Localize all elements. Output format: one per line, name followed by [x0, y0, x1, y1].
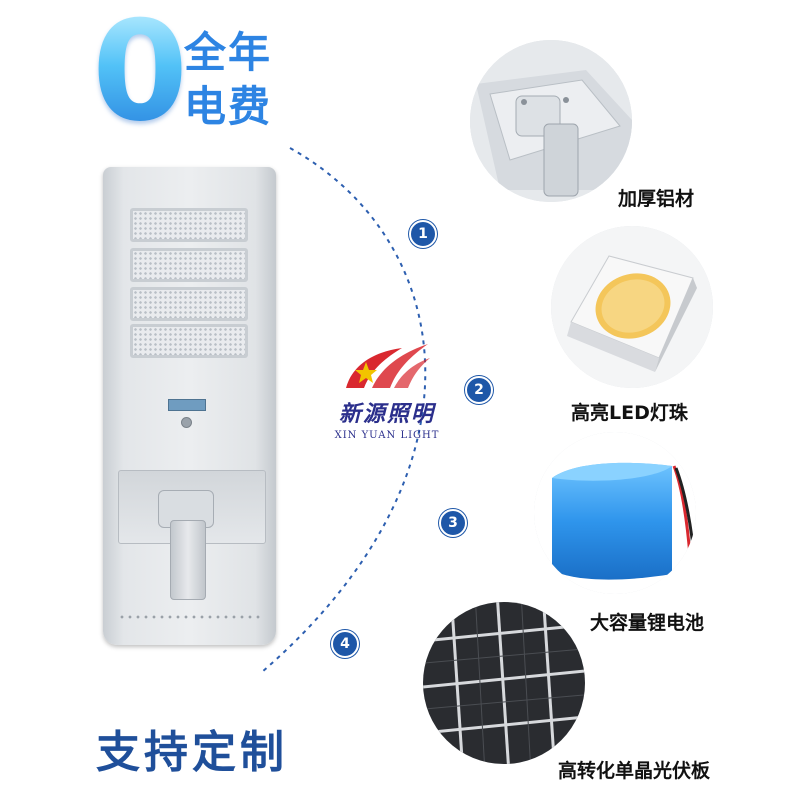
- brand-logo-icon: [346, 344, 430, 388]
- lithium-battery-icon: [534, 432, 696, 594]
- light-sensor: [181, 417, 192, 428]
- brand-subtitle: XIN YUAN LIGHT: [334, 430, 440, 441]
- led-module: [130, 208, 248, 242]
- step-marker-2: 2: [465, 376, 493, 404]
- aluminum-bracket-icon: [470, 40, 632, 202]
- zero-badge-digit: 0: [92, 0, 189, 152]
- led-module: [130, 248, 248, 282]
- led-chip-icon: [551, 226, 713, 388]
- led-module: [130, 324, 248, 358]
- solar-panel-icon: [423, 602, 585, 764]
- step-marker-1: 1: [409, 220, 437, 248]
- led-module: [130, 287, 248, 321]
- brand-name: 新源照明: [338, 401, 435, 427]
- mount-arm-tube: [170, 520, 206, 600]
- badge-line-2: 电费: [184, 82, 273, 131]
- feature-image-led: [551, 226, 713, 388]
- step-marker-3: 3: [439, 509, 467, 537]
- badge-line-1: 全年: [184, 28, 273, 77]
- feature-label-aluminum: 加厚铝材: [618, 188, 695, 210]
- feature-label-led: 高亮LED灯珠: [571, 402, 688, 424]
- lamp-indicator: [168, 399, 206, 411]
- customization-slogan: 支持定制: [96, 727, 288, 778]
- feature-image-solar: [423, 602, 585, 764]
- feature-image-aluminum: [470, 40, 632, 202]
- lamp-vents: [118, 614, 264, 620]
- step-marker-4: 4: [331, 630, 359, 658]
- feature-label-solar: 高转化单晶光伏板: [558, 760, 711, 782]
- feature-image-battery: [534, 432, 696, 594]
- feature-label-battery: 大容量锂电池: [590, 612, 705, 634]
